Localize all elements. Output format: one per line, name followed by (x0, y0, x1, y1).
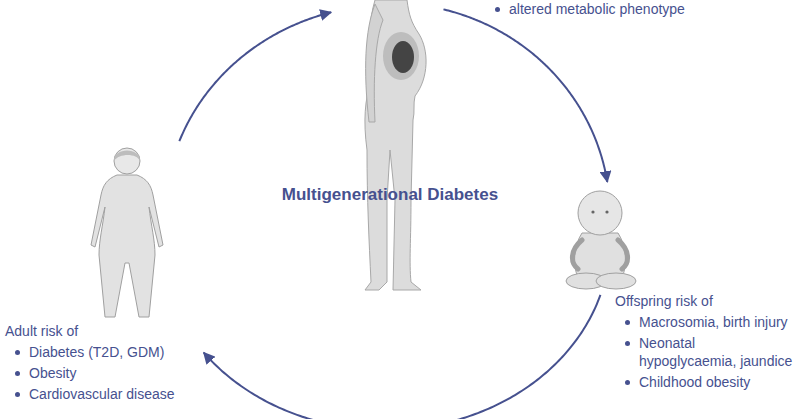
heading-text: Offspring risk of (615, 292, 713, 310)
text-row: Obesity (5, 364, 195, 382)
diagram-title: Multigenerational Diabetes (282, 185, 498, 205)
text-row: Childhood obesity (615, 373, 795, 391)
cycle-arrow (443, 9, 607, 181)
bullet-dot (625, 320, 630, 325)
bullet-dot (625, 380, 630, 385)
text-row: altered metabolic phenotype (485, 0, 785, 18)
text-row: Macrosomia, birth injury (615, 313, 795, 331)
bullet-dot (15, 392, 20, 397)
heading-text: Adult risk of (5, 322, 78, 340)
cycle-arrow (204, 295, 601, 419)
baby-figure (566, 191, 636, 289)
bullet-dot (15, 371, 20, 376)
bullet-dot (15, 350, 20, 355)
bullet-dot (495, 7, 500, 12)
text-row: Adult risk of (5, 322, 195, 340)
figure-node: Adult risk ofDiabetes (T2D, GDM)ObesityC… (85, 145, 200, 392)
pregnant-woman-figure (365, 0, 426, 290)
bullet-dot (625, 341, 630, 346)
bullet-text: Cardiovascular disease (29, 385, 175, 403)
bullet-text: Diabetes (T2D, GDM) (29, 343, 164, 361)
text-block: Offspring risk of Macrosomia, birth injur… (615, 292, 795, 391)
text-row: Offspring risk of (615, 292, 795, 310)
text-row: Neonatal hypoglycaemia, jaundice (615, 334, 795, 370)
figure-node: Offspring risk ofMacrosomia, birth injur… (550, 185, 650, 290)
bullet-text: Macrosomia, birth injury (639, 313, 788, 331)
cycle-arrow (179, 12, 331, 141)
bullet-text: Obesity (29, 364, 76, 382)
text-block: Adult risk of Diabetes (T2D, GDM) ObesityC… (5, 322, 195, 403)
adult-woman-figure (91, 148, 163, 317)
text-row: Diabetes (T2D, GDM) (5, 343, 195, 361)
bullet-text: altered metabolic phenotype (509, 0, 685, 18)
bullet-text: Neonatal hypoglycaemia, jaundice (639, 334, 795, 370)
text-row: Cardiovascular disease (5, 385, 195, 403)
bullet-text: Childhood obesity (639, 373, 750, 391)
figure-node: altered metabolic phenotype (335, 0, 440, 292)
text-block: altered metabolic phenotype (485, 0, 785, 18)
